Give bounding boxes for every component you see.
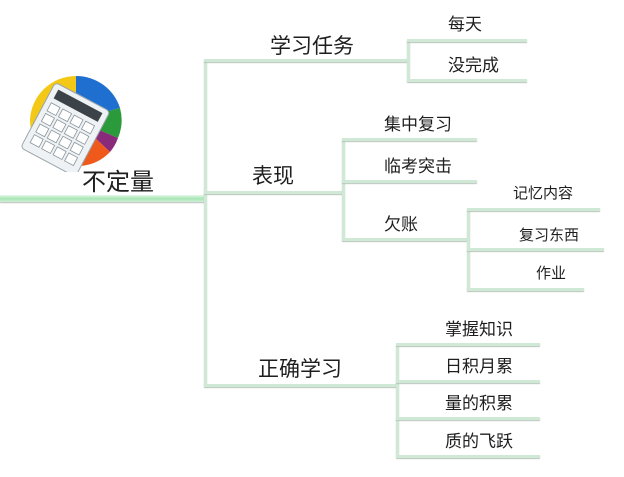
child-line: [467, 288, 584, 291]
branch-label-correct-study: 正确学习: [258, 357, 342, 381]
child-line: [407, 39, 527, 42]
leaf-label: 作业: [536, 264, 567, 282]
sub-connector: [396, 345, 399, 455]
branch-connector: [204, 59, 409, 62]
branch-connector: [204, 384, 397, 387]
child-label: 掌握知识: [445, 320, 513, 340]
child-line: [342, 180, 477, 183]
child-label: 没完成: [448, 56, 499, 76]
trunk-connector: [204, 60, 207, 385]
child-line: [396, 417, 540, 420]
child-line: [396, 455, 540, 458]
child-line: [342, 238, 467, 241]
child-label: 每天: [448, 15, 482, 35]
sub-connector: [407, 40, 410, 80]
child-line: [342, 138, 477, 141]
child-label: 临考突击: [384, 157, 452, 177]
branch-label-learning-task: 学习任务: [270, 34, 354, 58]
branch-connector: [204, 191, 344, 194]
calculator-pie-icon: [21, 75, 122, 172]
sub-connector: [342, 140, 345, 240]
child-label: 集中复习: [384, 115, 452, 135]
child-label: 日积月累: [445, 357, 513, 377]
root-node-label: 不定量: [82, 168, 154, 196]
child-line: [467, 248, 604, 251]
leaf-label: 记忆内容: [513, 184, 574, 202]
child-line: [467, 208, 600, 211]
child-line: [396, 343, 540, 346]
leaf-label: 复习东西: [519, 226, 580, 244]
branch-label-performance: 表现: [252, 164, 294, 188]
child-line: [407, 79, 527, 82]
child-label: 欠账: [384, 215, 418, 235]
child-line: [396, 380, 540, 383]
child-label: 质的飞跃: [445, 432, 513, 452]
root-connector: [0, 195, 205, 202]
child-label: 量的积累: [445, 394, 513, 414]
